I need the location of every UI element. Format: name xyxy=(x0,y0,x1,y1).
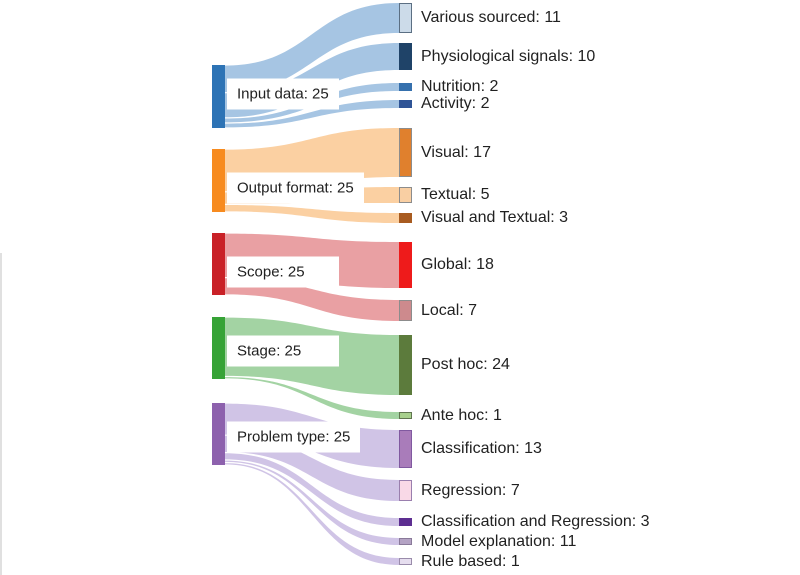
sankey-label-ante-hoc: Ante hoc: 1 xyxy=(421,406,502,424)
sankey-label-physiological-signals: Physiological signals: 10 xyxy=(421,47,596,65)
sankey-label-global: Global: 18 xyxy=(421,256,494,273)
sankey-node-visual-and-textual xyxy=(399,213,412,223)
flow-problem-type-to-classification-and-regression xyxy=(225,453,399,526)
sankey-node-ante-hoc xyxy=(399,412,412,419)
flow-problem-type-to-rule-based xyxy=(225,463,399,565)
sankey-label-classification: Classification: 13 xyxy=(421,440,542,457)
sankey-label-activity: Activity: 2 xyxy=(421,95,490,112)
sankey-label-post-hoc: Post hoc: 24 xyxy=(421,356,510,373)
sankey-node-global xyxy=(399,242,412,288)
sankey-node-physiological-signals xyxy=(399,43,412,70)
flow-scope-to-local xyxy=(225,278,399,321)
sankey-node-visual xyxy=(399,128,412,177)
flow-input-data-to-activity xyxy=(225,100,399,128)
sankey-label-regression: Regression: 7 xyxy=(421,481,520,499)
flow-problem-type-to-model-explanation xyxy=(225,460,399,545)
sankey-node-activity xyxy=(399,100,412,108)
sankey-label-model-explanation: Model explanation: 11 xyxy=(421,532,577,550)
sankey-node-problem-type xyxy=(212,403,225,465)
sankey-label-output-format: Output format: 25 xyxy=(227,172,364,203)
sankey-node-classification-and-regression xyxy=(399,518,412,526)
page-edge-line xyxy=(0,253,2,575)
sankey-label-stage: Stage: 25 xyxy=(227,335,339,367)
sankey-node-classification xyxy=(399,430,412,468)
sankey-node-output-format xyxy=(212,149,225,212)
sankey-node-regression xyxy=(399,480,412,501)
sankey-node-local xyxy=(399,300,412,321)
sankey-node-nutrition xyxy=(399,83,412,91)
sankey-label-rule-based: Rule based: 1 xyxy=(421,552,520,570)
sankey-label-problem-type: Problem type: 25 xyxy=(227,421,361,453)
sankey-label-visual-and-textual: Visual and Textual: 3 xyxy=(421,209,569,226)
sankey-node-model-explanation xyxy=(399,538,412,545)
sankey-label-nutrition: Nutrition: 2 xyxy=(421,78,499,95)
flow-input-data-to-various-sourced xyxy=(225,3,399,93)
sankey-label-classification-and-regression: Classification and Regression: 3 xyxy=(421,513,650,530)
flow-output-format-to-visual-and-textual xyxy=(225,205,399,223)
sankey-node-stage xyxy=(212,317,225,379)
sankey-label-textual: Textual: 5 xyxy=(421,186,490,203)
sankey-node-rule-based xyxy=(399,558,412,565)
sankey-label-local: Local: 7 xyxy=(421,301,478,319)
sankey-node-various-sourced xyxy=(399,3,412,33)
sankey-node-input-data xyxy=(212,65,225,128)
sankey-node-scope xyxy=(212,233,225,295)
sankey-label-visual: Visual: 17 xyxy=(421,143,491,161)
sankey-label-various-sourced: Various sourced: 11 xyxy=(421,9,561,26)
sankey-node-textual xyxy=(399,187,412,203)
sankey-label-input-data: Input data: 25 xyxy=(227,78,339,109)
sankey-node-post-hoc xyxy=(399,335,412,395)
flow-stage-to-ante-hoc xyxy=(225,377,399,419)
sankey-label-scope: Scope: 25 xyxy=(227,256,339,288)
